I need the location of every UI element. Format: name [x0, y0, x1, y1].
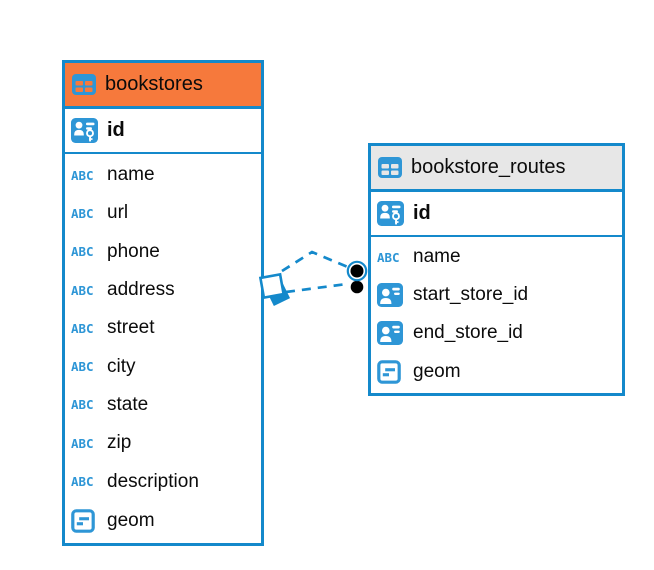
table-icon	[378, 157, 402, 178]
column-name: description	[107, 470, 199, 492]
column-list: ABC name start_store_id end_store_id geo…	[371, 237, 622, 393]
table-icon	[72, 74, 96, 95]
column-row-zip[interactable]: ABC zip	[65, 424, 261, 462]
relationship-line-2[interactable]	[285, 282, 348, 294]
column-row-name[interactable]: ABC name	[65, 156, 261, 194]
column-list: ABC name ABC url ABC phone ABC address A…	[65, 154, 261, 543]
target-dot-ring	[346, 260, 368, 282]
column-row-phone[interactable]: ABC phone	[65, 233, 261, 271]
column-name: geom	[107, 509, 155, 531]
column-name: phone	[107, 240, 160, 262]
column-name: id	[107, 119, 125, 141]
column-row-id[interactable]: id	[371, 192, 622, 237]
column-row-address[interactable]: ABC address	[65, 271, 261, 309]
column-name: name	[107, 164, 155, 186]
column-name: state	[107, 393, 149, 415]
reference-type-icon	[377, 283, 403, 307]
column-name: start_store_id	[413, 283, 529, 305]
column-row-end-store-id[interactable]: end_store_id	[371, 314, 622, 353]
column-name: street	[107, 317, 155, 339]
column-name: city	[107, 355, 136, 377]
text-type-icon: ABC	[71, 244, 94, 260]
target-dot-2	[350, 280, 364, 294]
column-row-street[interactable]: ABC street	[65, 309, 261, 347]
column-row-id[interactable]: id	[65, 109, 261, 154]
text-type-icon: ABC	[377, 249, 400, 265]
text-type-icon: ABC	[71, 435, 94, 451]
text-type-icon: ABC	[71, 282, 94, 298]
table-bookstores-header[interactable]: bookstores	[65, 63, 261, 109]
text-type-icon: ABC	[71, 359, 94, 375]
column-row-start-store-id[interactable]: start_store_id	[371, 276, 622, 315]
table-bookstore-routes-header[interactable]: bookstore_routes	[371, 146, 622, 192]
column-name: zip	[107, 432, 132, 454]
text-type-icon: ABC	[71, 205, 94, 221]
person-key-icon	[71, 118, 98, 143]
table-title: bookstores	[105, 73, 203, 95]
person-key-icon	[377, 201, 404, 226]
column-row-geom[interactable]: geom	[371, 353, 622, 392]
column-name: name	[413, 246, 461, 268]
geometry-type-icon	[71, 509, 95, 533]
text-type-icon: ABC	[71, 167, 94, 183]
column-row-geom[interactable]: geom	[65, 501, 261, 541]
column-row-description[interactable]: ABC description	[65, 462, 261, 500]
tilted-square-back	[265, 281, 291, 307]
table-bookstore-routes[interactable]: bookstore_routes id ABC name start_store…	[368, 143, 625, 396]
target-dot-halo	[349, 279, 365, 295]
geometry-type-icon	[377, 360, 401, 384]
relationship-line-1[interactable]	[281, 250, 351, 273]
column-name: geom	[413, 360, 461, 382]
text-type-icon: ABC	[71, 397, 94, 413]
relationship-source-marker[interactable]	[258, 272, 291, 307]
column-name: id	[413, 202, 431, 224]
column-row-state[interactable]: ABC state	[65, 386, 261, 424]
text-type-icon: ABC	[71, 474, 94, 490]
table-title: bookstore_routes	[411, 156, 566, 178]
column-row-url[interactable]: ABC url	[65, 194, 261, 232]
relationship-target-markers[interactable]	[346, 260, 368, 295]
column-name: address	[107, 279, 175, 301]
text-type-icon: ABC	[71, 320, 94, 336]
column-name: end_store_id	[413, 322, 523, 344]
column-row-name[interactable]: ABC name	[371, 239, 622, 276]
target-dot-1	[350, 264, 364, 278]
column-row-city[interactable]: ABC city	[65, 347, 261, 385]
reference-type-icon	[377, 321, 403, 345]
table-bookstores[interactable]: bookstores id ABC name ABC url ABC phone…	[62, 60, 264, 546]
column-name: url	[107, 202, 129, 224]
